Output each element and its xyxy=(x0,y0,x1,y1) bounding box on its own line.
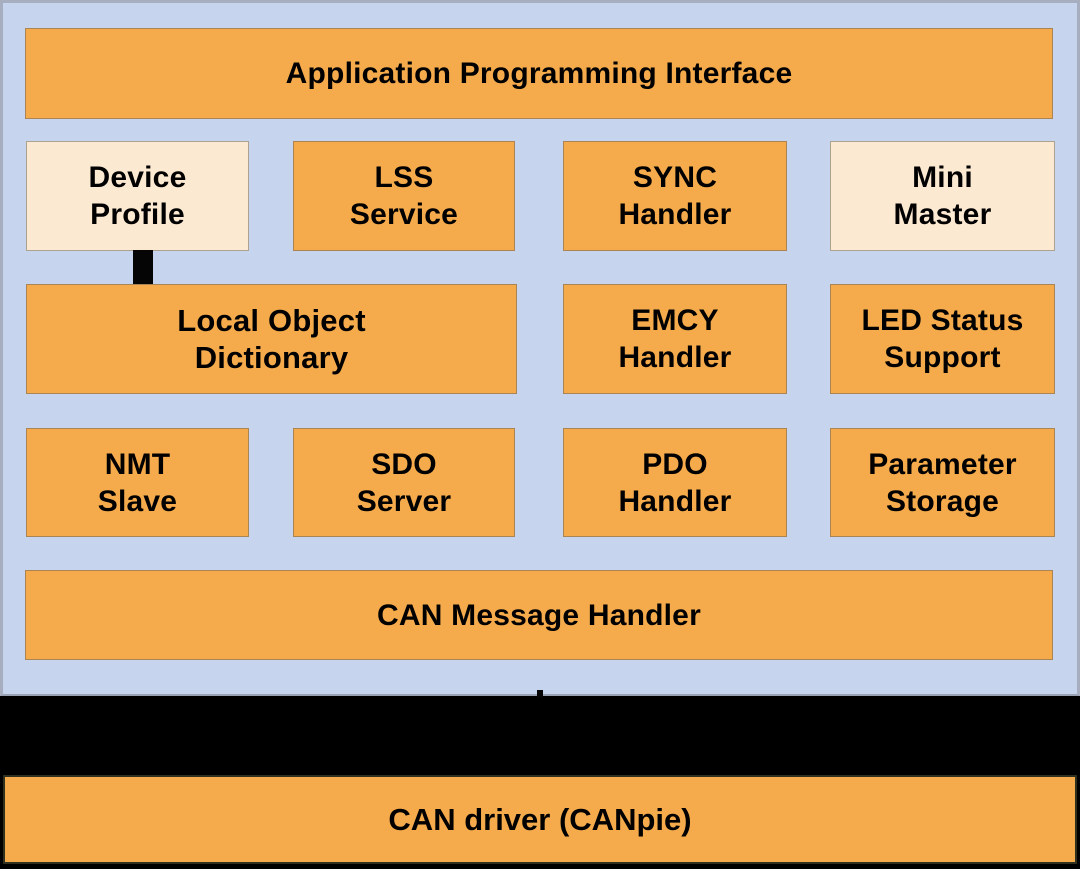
box-label-line1: Local Object xyxy=(177,303,366,338)
box-label-line1: EMCY xyxy=(631,304,719,337)
box-local-object-dictionary: Local Object Dictionary xyxy=(26,284,517,394)
box-label-line1: SDO xyxy=(371,447,437,481)
box-sync-handler: SYNC Handler xyxy=(563,141,787,251)
box-emcy-handler: EMCY Handler xyxy=(563,284,787,394)
box-led-status-support: LED Status Support xyxy=(830,284,1055,394)
box-label-line2: Dictionary xyxy=(194,340,349,375)
box-device-profile: Device Profile xyxy=(26,141,249,251)
box-application-programming-interface: Application Programming Interface xyxy=(25,28,1053,119)
box-nmt-slave: NMT Slave xyxy=(26,428,249,537)
box-label-line1: LED Status xyxy=(861,304,1024,337)
box-can-message-handler: CAN Message Handler xyxy=(25,570,1053,660)
box-can-driver-canpie: CAN driver (CANpie) xyxy=(3,775,1077,864)
box-label-line2: Master xyxy=(893,198,992,231)
box-label-line1: Parameter xyxy=(868,447,1017,481)
box-label-line2: Slave xyxy=(97,484,178,518)
box-label-line2: Handler xyxy=(618,341,732,374)
box-label-line1: NMT xyxy=(104,447,171,481)
box-label: CAN Message Handler xyxy=(377,598,701,632)
box-label-line2: Storage xyxy=(885,484,1000,518)
box-parameter-storage: Parameter Storage xyxy=(830,428,1055,537)
box-lss-service: LSS Service xyxy=(293,141,515,251)
box-label-line2: Handler xyxy=(618,198,732,231)
box-label-line2: Server xyxy=(356,484,452,518)
box-label: CAN driver (CANpie) xyxy=(388,801,692,837)
box-label-line2: Handler xyxy=(618,484,732,518)
box-label-line2: Profile xyxy=(90,198,185,231)
bus-tick-mark xyxy=(537,690,543,698)
box-label-line1: PDO xyxy=(642,447,708,481)
box-label-line1: LSS xyxy=(374,161,434,194)
box-pdo-handler: PDO Handler xyxy=(563,428,787,537)
device-profile-to-object-dictionary-connector xyxy=(133,250,153,285)
box-mini-master: Mini Master xyxy=(830,141,1055,251)
box-label-line1: Mini xyxy=(912,161,973,194)
box-label-line1: SYNC xyxy=(632,161,718,194)
box-label-line2: Support xyxy=(884,341,1001,374)
box-label-line2: Service xyxy=(349,198,459,231)
box-label-line1: Device xyxy=(88,161,187,194)
box-label: Application Programming Interface xyxy=(285,57,793,90)
box-sdo-server: SDO Server xyxy=(293,428,515,537)
